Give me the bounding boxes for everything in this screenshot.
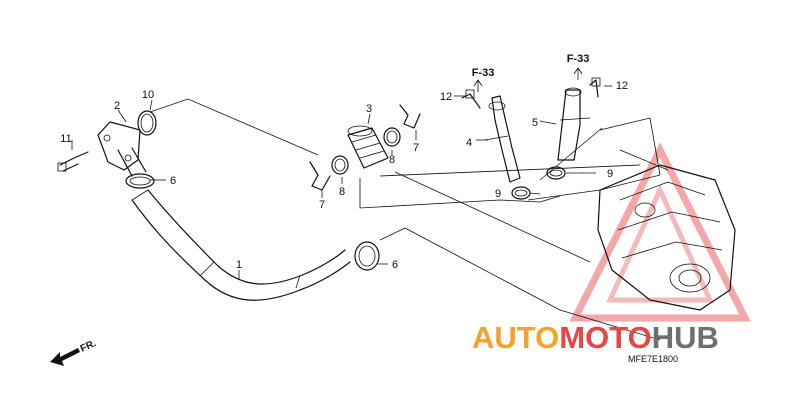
leader-lines bbox=[71, 85, 661, 341]
callout-6-lower: 6 bbox=[392, 259, 398, 271]
watermark-moto: MOTO bbox=[559, 320, 651, 355]
front-indicator-label: FR. bbox=[79, 338, 98, 355]
tube-3 bbox=[347, 125, 389, 169]
clip-7-right bbox=[399, 104, 421, 129]
hose-1 bbox=[131, 189, 351, 301]
watermark-triangle bbox=[569, 142, 751, 322]
callout-5: 5 bbox=[532, 117, 538, 129]
callout-7-right: 7 bbox=[413, 142, 419, 154]
watermark-auto: AUTO bbox=[472, 320, 559, 355]
o-ring-10 bbox=[137, 110, 157, 136]
reference-f33-left: F-33 bbox=[472, 67, 495, 79]
callout-9-left: 9 bbox=[495, 188, 501, 200]
o-ring-9-left bbox=[511, 186, 531, 200]
o-ring-8-left bbox=[331, 155, 349, 175]
callout-12-right: 12 bbox=[616, 80, 628, 92]
callout-9-right: 9 bbox=[607, 168, 613, 180]
pipe-5 bbox=[557, 87, 591, 161]
callout-7-left: 7 bbox=[319, 199, 325, 211]
callout-11: 11 bbox=[60, 133, 71, 145]
bolt-12-left bbox=[461, 89, 481, 109]
callout-4: 4 bbox=[466, 137, 472, 149]
watermark-hub: HUB bbox=[652, 320, 719, 355]
callout-10: 10 bbox=[142, 89, 154, 101]
callout-2: 2 bbox=[114, 100, 120, 112]
watermark-text: AUTOMOTOHUB bbox=[472, 320, 719, 355]
callout-12-left: 12 bbox=[440, 91, 452, 103]
callout-6-upper: 6 bbox=[170, 175, 176, 187]
o-ring-8-right bbox=[383, 127, 401, 147]
callout-3: 3 bbox=[366, 103, 372, 115]
diagram-code: MFE7E1800 bbox=[628, 354, 678, 364]
pipe-4 bbox=[484, 95, 521, 183]
callout-1: 1 bbox=[236, 259, 242, 271]
callout-8-left: 8 bbox=[339, 186, 345, 198]
reference-f33-right: F-33 bbox=[567, 53, 590, 65]
bolt-11 bbox=[57, 151, 89, 172]
clamp-6-lower bbox=[354, 241, 380, 271]
clip-7-left bbox=[309, 161, 331, 191]
reference-arrows bbox=[473, 67, 583, 92]
housing-2 bbox=[97, 121, 147, 177]
bolt-12-right bbox=[589, 77, 601, 98]
front-arrow-icon bbox=[50, 348, 80, 366]
clamp-6-upper bbox=[125, 173, 155, 189]
callout-8-right: 8 bbox=[389, 154, 395, 166]
engine-illustration bbox=[597, 117, 736, 311]
